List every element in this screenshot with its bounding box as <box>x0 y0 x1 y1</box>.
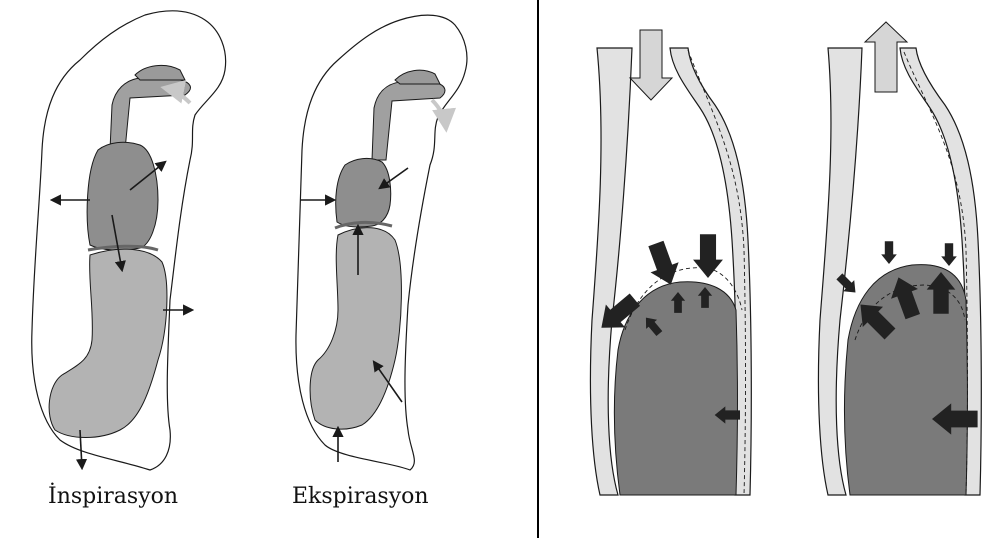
abdominal-cavity <box>614 282 737 495</box>
lung <box>87 142 158 250</box>
inspiration-cavity-model <box>590 30 751 495</box>
nasal-cavity <box>395 70 440 84</box>
expiration-figure <box>296 15 467 470</box>
caption-inspiration: İnspirasyon <box>48 482 178 509</box>
lung <box>336 158 391 227</box>
expiration-cavity-model <box>818 22 981 495</box>
airway <box>110 78 190 150</box>
air-in-arrow <box>630 30 672 100</box>
abdomen <box>49 249 167 437</box>
air-out-arrow <box>865 22 907 92</box>
abdomen <box>310 228 401 430</box>
inspiration-figure <box>32 11 226 470</box>
nasal-cavity <box>135 65 185 80</box>
caption-expiration: Ekspirasyon <box>292 484 429 509</box>
